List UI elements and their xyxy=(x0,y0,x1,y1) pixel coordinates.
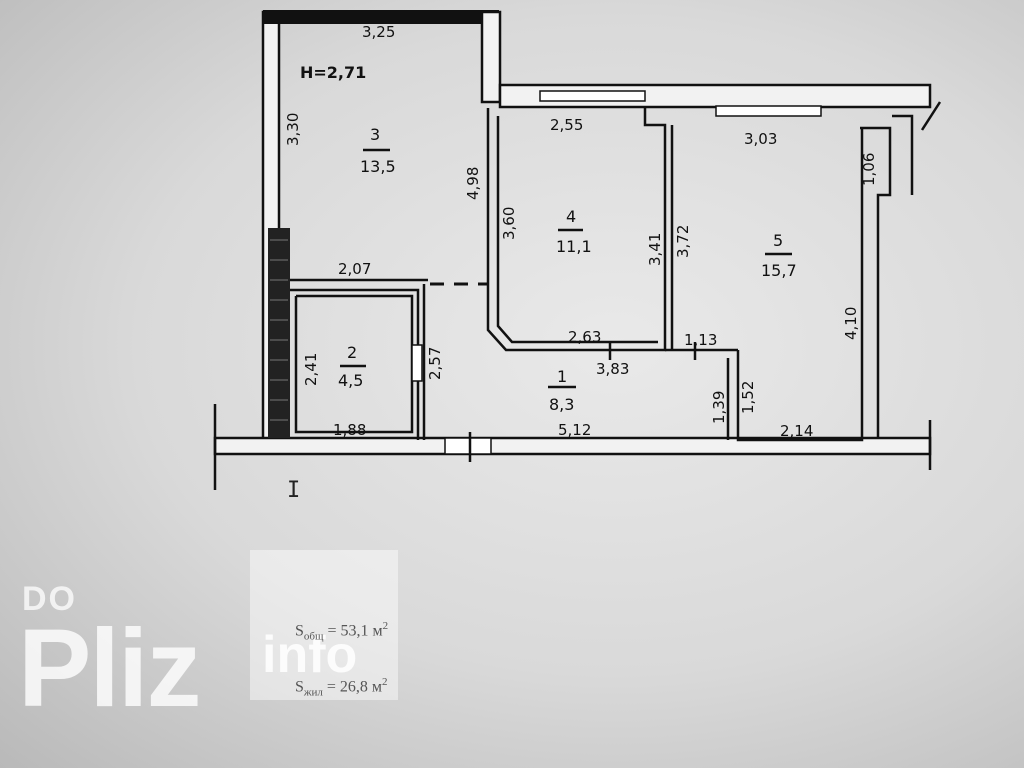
entrance-door xyxy=(444,437,492,455)
top-wall xyxy=(263,10,499,24)
dim-r3-bottom: 2,07 xyxy=(338,260,371,278)
living-area-value: 26,8 xyxy=(339,678,368,696)
dim-r5-left: 3,72 xyxy=(674,225,692,258)
living-area-unit-exp: 2 xyxy=(382,676,388,688)
room-2-outline xyxy=(290,288,420,440)
living-area-unit: м xyxy=(371,678,383,696)
room-5-outline xyxy=(736,128,864,442)
text-cursor-icon: I xyxy=(287,478,301,503)
room-5-number: 5 xyxy=(773,231,783,250)
dim-r4-bottom: 2,63 xyxy=(568,328,601,346)
window-5 xyxy=(715,105,822,117)
room-3-area: 13,5 xyxy=(360,157,396,176)
right-wall xyxy=(860,126,892,442)
dim-r4-top: 2,55 xyxy=(550,116,583,134)
dim-r2-left: 2,41 xyxy=(302,353,320,386)
wall-3-right xyxy=(480,10,502,104)
window-4 xyxy=(539,90,646,102)
room-2-number: 2 xyxy=(347,343,357,362)
total-area-line: Sобщ = 53,1 м2 xyxy=(295,620,389,643)
total-area-value: 53,1 xyxy=(340,622,369,640)
watermark-pliz: Pliz xyxy=(18,607,201,730)
walls xyxy=(213,10,942,490)
dim-r1-bottom: 5,12 xyxy=(558,421,591,439)
room-4-number: 4 xyxy=(566,207,576,226)
total-area-unit-exp: 2 xyxy=(382,620,389,632)
dim-r1-a: 1,39 xyxy=(710,391,728,424)
room-2-area: 4,5 xyxy=(338,371,363,390)
watermark-do: DO xyxy=(22,580,77,618)
room-4-inner xyxy=(496,116,658,344)
dim-r5-top: 3,03 xyxy=(744,130,777,148)
room-2-inner xyxy=(294,294,414,434)
watermark-box xyxy=(250,550,398,700)
room-5-area: 15,7 xyxy=(761,261,797,280)
room-1-area: 8,3 xyxy=(549,395,574,414)
ceiling-height: H=2,71 xyxy=(300,63,366,82)
dim-r3-top: 3,25 xyxy=(362,23,395,41)
dim-r4-left: 3,60 xyxy=(500,207,518,240)
dim-r4-right: 3,41 xyxy=(646,233,664,266)
dim-r5-right-top: 1,06 xyxy=(860,153,878,186)
dim-r2-right: 2,57 xyxy=(426,347,444,380)
watermark-info: info xyxy=(262,626,358,684)
dim-r3-right: 4,98 xyxy=(464,167,482,200)
total-area-unit: м xyxy=(372,622,383,640)
room-1-number: 1 xyxy=(557,367,567,386)
living-area-sub: жил xyxy=(303,686,323,699)
dim-r1-corridor: 3,83 xyxy=(596,360,629,378)
room-2-door xyxy=(411,344,423,382)
dim-r2-bottom: 1,88 xyxy=(333,421,366,439)
living-area-symbol: S xyxy=(295,678,304,696)
total-area-symbol: S xyxy=(295,622,304,640)
dim-r5-right: 4,10 xyxy=(842,307,860,340)
living-area-line: Sжил = 26,8 м2 xyxy=(295,676,388,699)
dim-r5-bottom: 2,14 xyxy=(780,422,813,440)
room-4-area: 11,1 xyxy=(556,237,592,256)
room-3-number: 3 xyxy=(370,125,380,144)
dim-r1-b: 1,52 xyxy=(739,381,757,414)
right-wall-outer xyxy=(892,114,914,195)
dim-r1-small: 1,13 xyxy=(684,331,717,349)
total-area-sub: общ xyxy=(303,630,324,643)
dim-r3-left: 3,30 xyxy=(284,113,302,146)
